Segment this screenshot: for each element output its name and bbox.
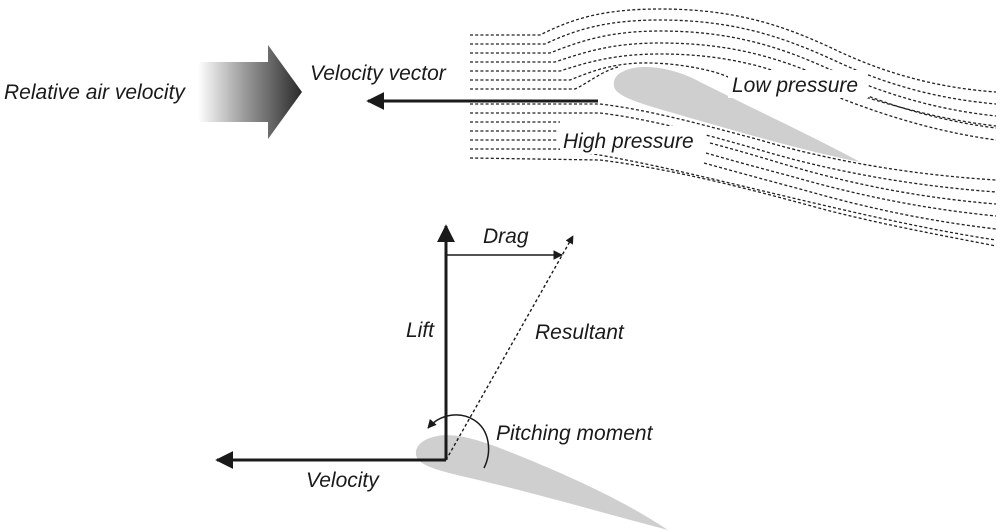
velocity-label: Velocity <box>306 469 380 492</box>
pitching-moment-arc <box>427 414 490 469</box>
top-airfoil <box>613 67 860 162</box>
streamlines <box>469 8 997 247</box>
high-pressure-label: High pressure <box>563 130 694 153</box>
low-pressure-label: Low pressure <box>732 74 858 97</box>
drag-label: Drag <box>483 225 529 248</box>
lift-label: Lift <box>406 319 435 342</box>
relative-air-velocity-label: Relative air velocity <box>4 81 186 104</box>
resultant-label: Resultant <box>535 321 625 344</box>
pitching-moment-label: Pitching moment <box>496 422 654 445</box>
resultant-arrow <box>445 235 574 461</box>
bottom-airfoil <box>415 435 668 530</box>
velocity-vector-label: Velocity vector <box>310 62 447 85</box>
relative-air-velocity-arrow <box>198 45 302 139</box>
